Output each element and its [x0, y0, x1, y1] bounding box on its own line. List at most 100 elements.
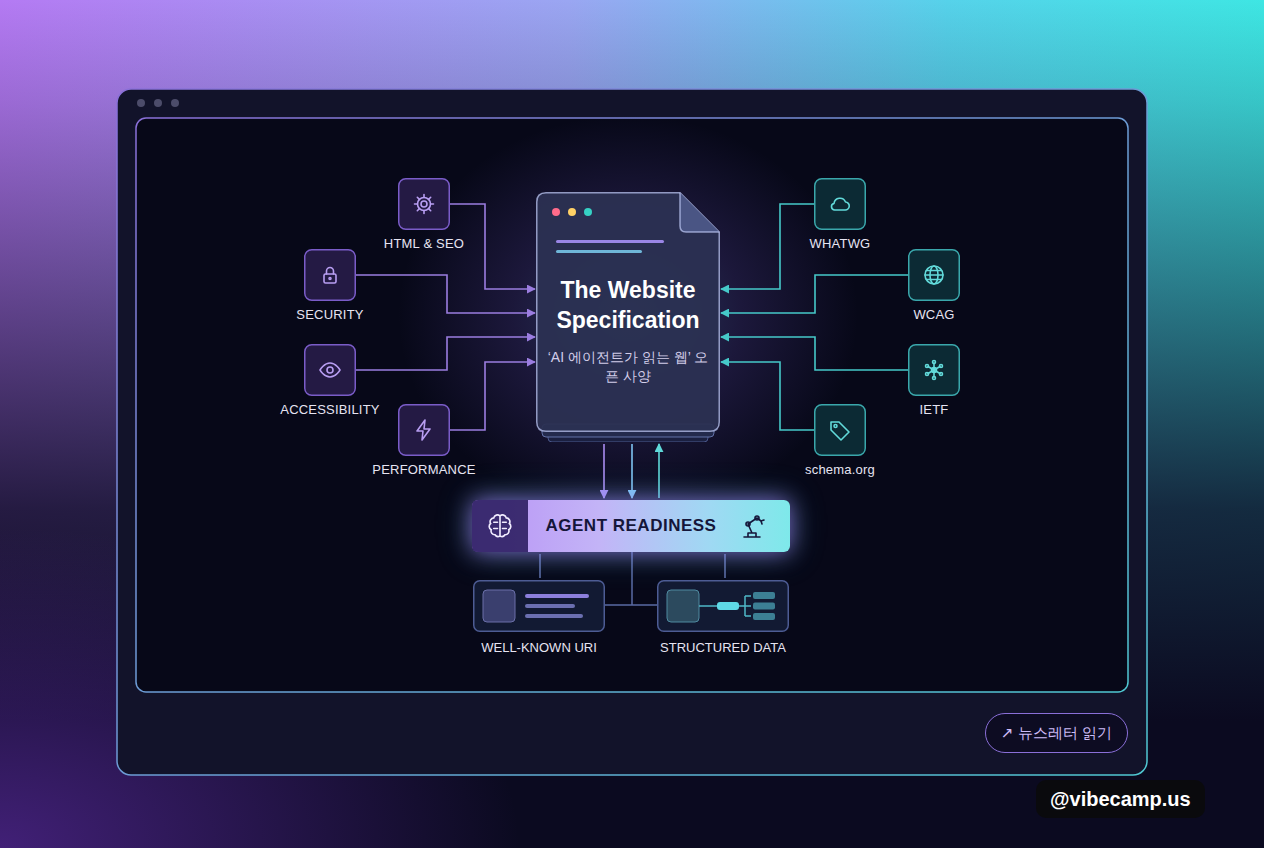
decor-shape — [489, 515, 511, 537]
connector-arrow — [721, 275, 908, 313]
icon-label: PERFORMANCE — [372, 462, 475, 477]
spec-document: The Website Specification ‘AI 에이전트가 읽는 웹’… — [536, 192, 720, 442]
decor-shape — [926, 365, 929, 368]
decor-shape — [834, 425, 837, 428]
connector-arrow — [724, 554, 726, 578]
decor-shape — [831, 198, 849, 210]
readiness-title: AGENT READINESS — [546, 516, 717, 536]
standard-icon: WHATWG — [770, 178, 910, 251]
decor-shape — [940, 365, 943, 368]
tee-line — [605, 552, 657, 605]
icon-frame — [815, 179, 866, 230]
inner-panel — [136, 118, 1128, 692]
button-label: ↗ 뉴스레터 읽기 — [1001, 724, 1112, 743]
icon-symbol — [831, 422, 849, 440]
decor-shape — [925, 266, 943, 284]
newsletter-button: ↗ 뉴스레터 읽기 — [985, 713, 1128, 753]
decor-shape — [933, 377, 936, 380]
decor-shape — [320, 363, 340, 377]
standard-icon: HTML & SEO — [354, 178, 494, 251]
list-glyph — [483, 590, 589, 622]
icon-frame — [909, 345, 960, 396]
icon-symbol — [417, 420, 430, 440]
icon-box — [814, 178, 866, 230]
decor-shape — [717, 602, 739, 610]
icon-box — [814, 404, 866, 456]
icon-symbol — [925, 266, 943, 284]
decor-shape — [327, 367, 333, 373]
decor-shape — [324, 274, 336, 283]
window-frame — [117, 89, 1147, 775]
output-card: WELL-KNOWN URI — [459, 580, 619, 655]
decor-shape — [753, 592, 775, 599]
icon-label: HTML & SEO — [384, 236, 464, 251]
decor-shape — [525, 614, 583, 618]
icon-symbol — [415, 195, 434, 214]
decor-shape — [329, 278, 331, 280]
connector-arrow — [603, 444, 605, 498]
readiness-bar: AGENT READINESS — [472, 500, 790, 552]
icon-symbol — [320, 363, 340, 377]
window-dot — [171, 99, 179, 107]
window-dot — [568, 208, 576, 216]
standard-icon: PERFORMANCE — [354, 404, 494, 477]
watermark: @vibecamp.us — [1036, 780, 1205, 818]
icon-label: ACCESSIBILITY — [280, 402, 379, 417]
connector-arrow — [356, 337, 535, 370]
decor-shape — [755, 516, 759, 520]
decor-shape — [831, 422, 849, 440]
icon-box — [398, 404, 450, 456]
icon-frame — [399, 405, 450, 456]
icon-box — [908, 344, 960, 396]
connector-arrow — [450, 362, 535, 430]
window-dot — [584, 208, 592, 216]
icon-frame — [305, 250, 356, 301]
decor-shape — [327, 268, 334, 275]
icon-label: schema.org — [805, 462, 875, 477]
decor-shape — [421, 201, 427, 207]
connector-arrow — [631, 444, 633, 498]
connector-arrow — [658, 444, 660, 498]
decor-shape — [744, 518, 764, 537]
icon-frame — [909, 250, 960, 301]
document-subtitle: ‘AI 에이전트가 읽는 웹’ 오픈 사양 — [546, 348, 710, 387]
standard-icon: WCAG — [864, 249, 1004, 322]
icon-frame — [815, 405, 866, 456]
decor-shape — [928, 363, 940, 377]
connector-arrow — [721, 362, 814, 430]
decor-shape — [525, 594, 589, 598]
icon-label: WCAG — [913, 307, 954, 322]
decor-shape — [746, 522, 750, 526]
connector-arrow — [356, 275, 535, 313]
document-fold — [680, 193, 719, 232]
document-title: The Website Specification — [546, 276, 710, 336]
window-dot — [552, 208, 560, 216]
card-label: STRUCTURED DATA — [660, 640, 786, 655]
text-line — [556, 240, 664, 243]
icon-frame — [305, 345, 356, 396]
icon-label: IETF — [920, 402, 949, 417]
card-label: WELL-KNOWN URI — [481, 640, 597, 655]
icon-label: WHATWG — [810, 236, 871, 251]
icon-label: SECURITY — [296, 307, 363, 322]
decor-shape — [933, 361, 936, 364]
glow — [398, 115, 858, 515]
card-frame — [474, 581, 605, 632]
connector-arrow — [539, 554, 541, 578]
card-shape — [473, 580, 605, 632]
decor-shape — [932, 368, 937, 373]
connector-arrow — [721, 204, 814, 289]
decor-shape — [483, 590, 515, 622]
decor-shape — [667, 590, 699, 622]
decor-shape — [926, 373, 929, 376]
tree-glyph — [667, 590, 775, 622]
icon-box — [908, 249, 960, 301]
icon-symbol — [831, 198, 849, 210]
standard-icon: ACCESSIBILITY — [260, 344, 400, 417]
card-shape — [657, 580, 789, 632]
icon-box — [304, 249, 356, 301]
icon-box — [398, 178, 450, 230]
standard-icon: IETF — [864, 344, 1004, 417]
decor-shape — [699, 596, 751, 616]
robot-arm-icon — [744, 516, 764, 537]
